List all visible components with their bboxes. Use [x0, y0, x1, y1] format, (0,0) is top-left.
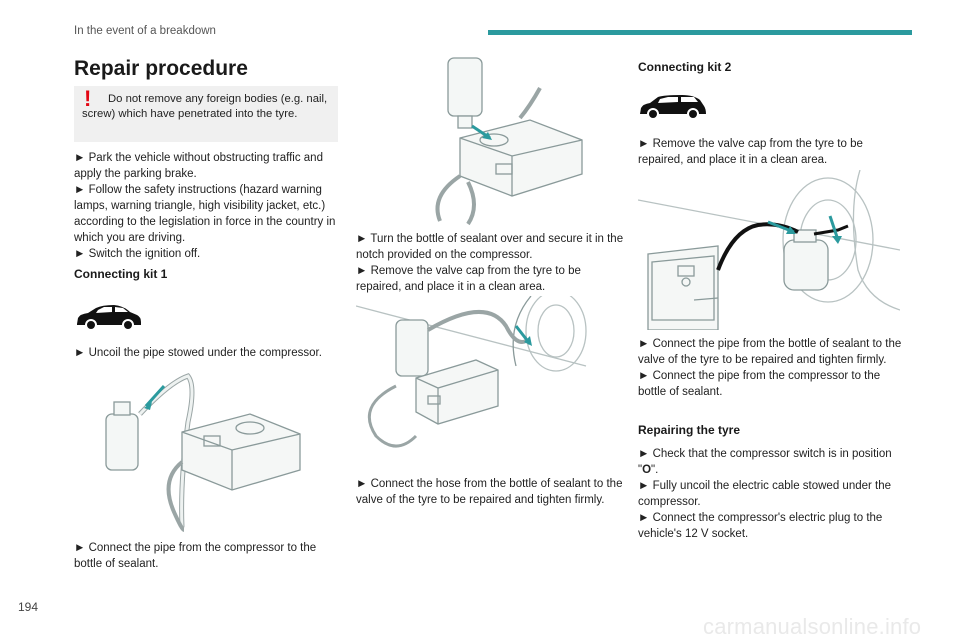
- col2-steps: ► Turn the bottle of sealant over and se…: [356, 231, 624, 295]
- col3-step-a: ► Remove the valve cap from the tyre to …: [638, 138, 863, 166]
- step-text: ► Follow the safety instructions (hazard…: [74, 184, 336, 244]
- kit2-valve-illustration: [638, 170, 900, 330]
- page-title: Repair procedure: [74, 57, 248, 80]
- step-text: ► Remove the valve cap from the tyre to …: [356, 265, 581, 293]
- kit2-heading: Connecting kit 2: [638, 60, 732, 74]
- step-text: ► Park the vehicle without obstructing t…: [74, 152, 323, 180]
- intro-steps: ► Park the vehicle without obstructing t…: [74, 150, 342, 262]
- header-accent-bar: [488, 30, 912, 35]
- page-number: 194: [18, 600, 39, 614]
- hose-valve-illustration: [356, 296, 587, 448]
- running-header: In the event of a breakdown: [74, 25, 216, 37]
- step-text: ► Check that the compressor switch is in…: [638, 446, 906, 478]
- kit1-step2: ► Connect the pipe from the compressor t…: [74, 542, 317, 570]
- switch-position-value: O: [642, 464, 652, 476]
- step-text: ► Connect the pipe from the compressor t…: [638, 370, 881, 398]
- step-text-post: ".: [651, 464, 659, 476]
- kit1-heading: Connecting kit 1: [74, 267, 168, 281]
- repair-steps: ► Check that the compressor switch is in…: [638, 446, 906, 542]
- step-text-pre: ► Check that the compressor switch is in…: [638, 448, 892, 476]
- step-text: ► Connect the compressor's electric plug…: [638, 512, 883, 540]
- warning-text: Do not remove any foreign bodies (e.g. n…: [82, 93, 328, 120]
- kit1-step1: ► Uncoil the pipe stowed under the compr…: [74, 347, 322, 359]
- step-text: ► Fully uncoil the electric cable stowed…: [638, 480, 892, 508]
- col2-step-b: ► Connect the hose from the bottle of se…: [356, 478, 623, 506]
- repair-heading: Repairing the tyre: [638, 423, 741, 437]
- col3-steps-b: ► Connect the pipe from the bottle of se…: [638, 336, 906, 400]
- car-estate-icon: [640, 95, 706, 120]
- step-text: ► Connect the pipe from the bottle of se…: [638, 338, 902, 366]
- warning-box: ! Do not remove any foreign bodies (e.g.…: [74, 86, 338, 142]
- compressor-bottle-illustration: [105, 373, 301, 532]
- step-text: ► Switch the ignition off.: [74, 248, 201, 260]
- warning-icon: !: [84, 86, 92, 111]
- bottle-notch-illustration: [435, 57, 583, 226]
- watermark-link[interactable]: carmanualsonline.info: [703, 614, 922, 639]
- step-text: ► Turn the bottle of sealant over and se…: [356, 233, 624, 261]
- car-suv-icon: [77, 305, 141, 331]
